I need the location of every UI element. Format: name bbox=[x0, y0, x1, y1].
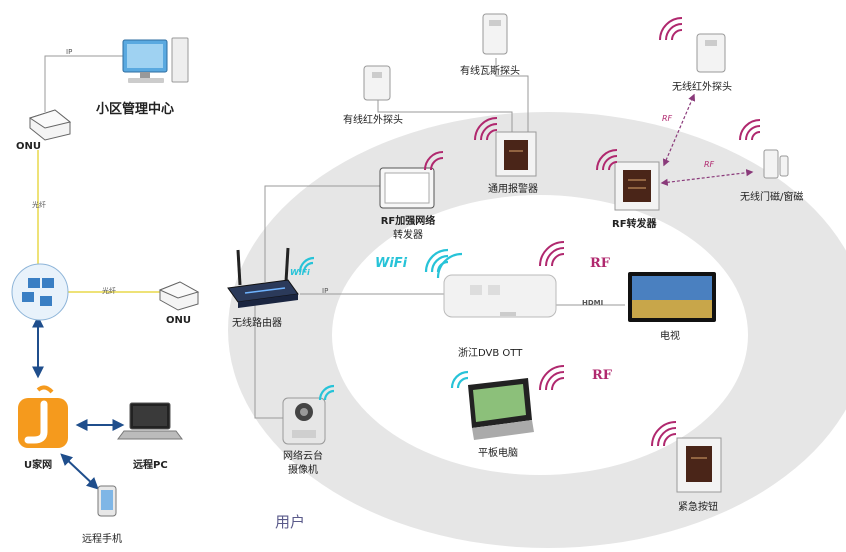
general-alarm-icon bbox=[495, 131, 537, 177]
fiber-top-tag: 光纤 bbox=[32, 201, 46, 209]
ott-set-top-box-icon bbox=[443, 274, 557, 318]
ott-box-label: 浙江DVB OTT bbox=[458, 348, 523, 359]
tablet-label: 平板电脑 bbox=[478, 448, 518, 459]
onu-top-icon bbox=[28, 109, 72, 141]
internet-links bbox=[32, 315, 125, 490]
rf-label-2: RF bbox=[592, 368, 613, 383]
remote-pc-laptop-icon bbox=[117, 402, 183, 440]
u-home-logo-icon bbox=[18, 385, 68, 448]
camera-label-2: 摄像机 bbox=[288, 465, 318, 476]
wired-ir-sensor-icon bbox=[363, 65, 391, 101]
wired-links bbox=[44, 55, 625, 419]
emergency-button-icon bbox=[676, 437, 722, 493]
remote-pc-label: 远程PC bbox=[133, 460, 168, 471]
cloud-camera-icon bbox=[282, 397, 326, 445]
rf-repeater-label-2: 转发器 bbox=[393, 230, 423, 241]
rf-repeater-label-1: RF加强网络 bbox=[380, 216, 436, 227]
rf-forwarder-icon bbox=[614, 161, 660, 211]
home-area-ring bbox=[228, 112, 846, 548]
onu-top-label: ONU bbox=[16, 141, 41, 152]
wireless-door-label: 无线门磁/窗磁 bbox=[740, 192, 804, 203]
remote-phone-icon bbox=[97, 485, 117, 517]
rf-signal-icons bbox=[424, 17, 761, 447]
fiber-links bbox=[37, 150, 160, 293]
ip-top-tag: IP bbox=[66, 48, 73, 56]
wired-gas-sensor-icon bbox=[482, 13, 508, 55]
onu-mid-label: ONU bbox=[166, 315, 191, 326]
tablet-icon bbox=[468, 378, 534, 440]
wifi-router-label: WiFi bbox=[290, 268, 310, 277]
wireless-router-icon bbox=[227, 247, 299, 308]
wireless-door-sensor-icon bbox=[763, 149, 789, 179]
alarm-label: 通用报警器 bbox=[488, 184, 538, 195]
wifi-main-label: WiFi bbox=[375, 256, 408, 271]
management-center-computer-icon bbox=[122, 37, 189, 83]
mgmt-center-label: 小区管理中心 bbox=[96, 102, 175, 117]
internet-switch-icon bbox=[11, 263, 69, 321]
onu-mid-icon bbox=[158, 281, 200, 311]
rf-links bbox=[660, 93, 754, 186]
router-label: 无线路由器 bbox=[232, 318, 282, 329]
emergency-label: 紧急按钮 bbox=[678, 502, 718, 513]
rf-small-label-1: RF bbox=[662, 114, 673, 123]
u-home-label: U家网 bbox=[24, 460, 53, 471]
wifi-signal-icons bbox=[298, 248, 469, 401]
fiber-mid-tag: 光纤 bbox=[102, 287, 116, 295]
wired-gas-label: 有线瓦斯探头 bbox=[460, 66, 520, 77]
rf-forwarder-label: RF转发器 bbox=[612, 219, 657, 230]
hdmi-tag: HDMI bbox=[582, 299, 604, 307]
camera-label-1: 网络云台 bbox=[283, 451, 323, 462]
tv-label: 电视 bbox=[660, 331, 680, 342]
wired-ir-label: 有线红外探头 bbox=[343, 115, 403, 126]
ip-mid-tag: IP bbox=[322, 287, 329, 295]
user-label: 用户 bbox=[275, 513, 306, 531]
rf-label-1: RF bbox=[590, 256, 611, 271]
tv-icon bbox=[628, 272, 716, 322]
remote-phone-label: 远程手机 bbox=[82, 534, 122, 545]
wireless-ir-sensor-icon bbox=[696, 33, 726, 73]
rf-network-repeater-icon bbox=[379, 167, 435, 209]
rf-small-label-2: RF bbox=[704, 160, 715, 169]
wireless-ir-label: 无线红外探头 bbox=[672, 82, 732, 93]
